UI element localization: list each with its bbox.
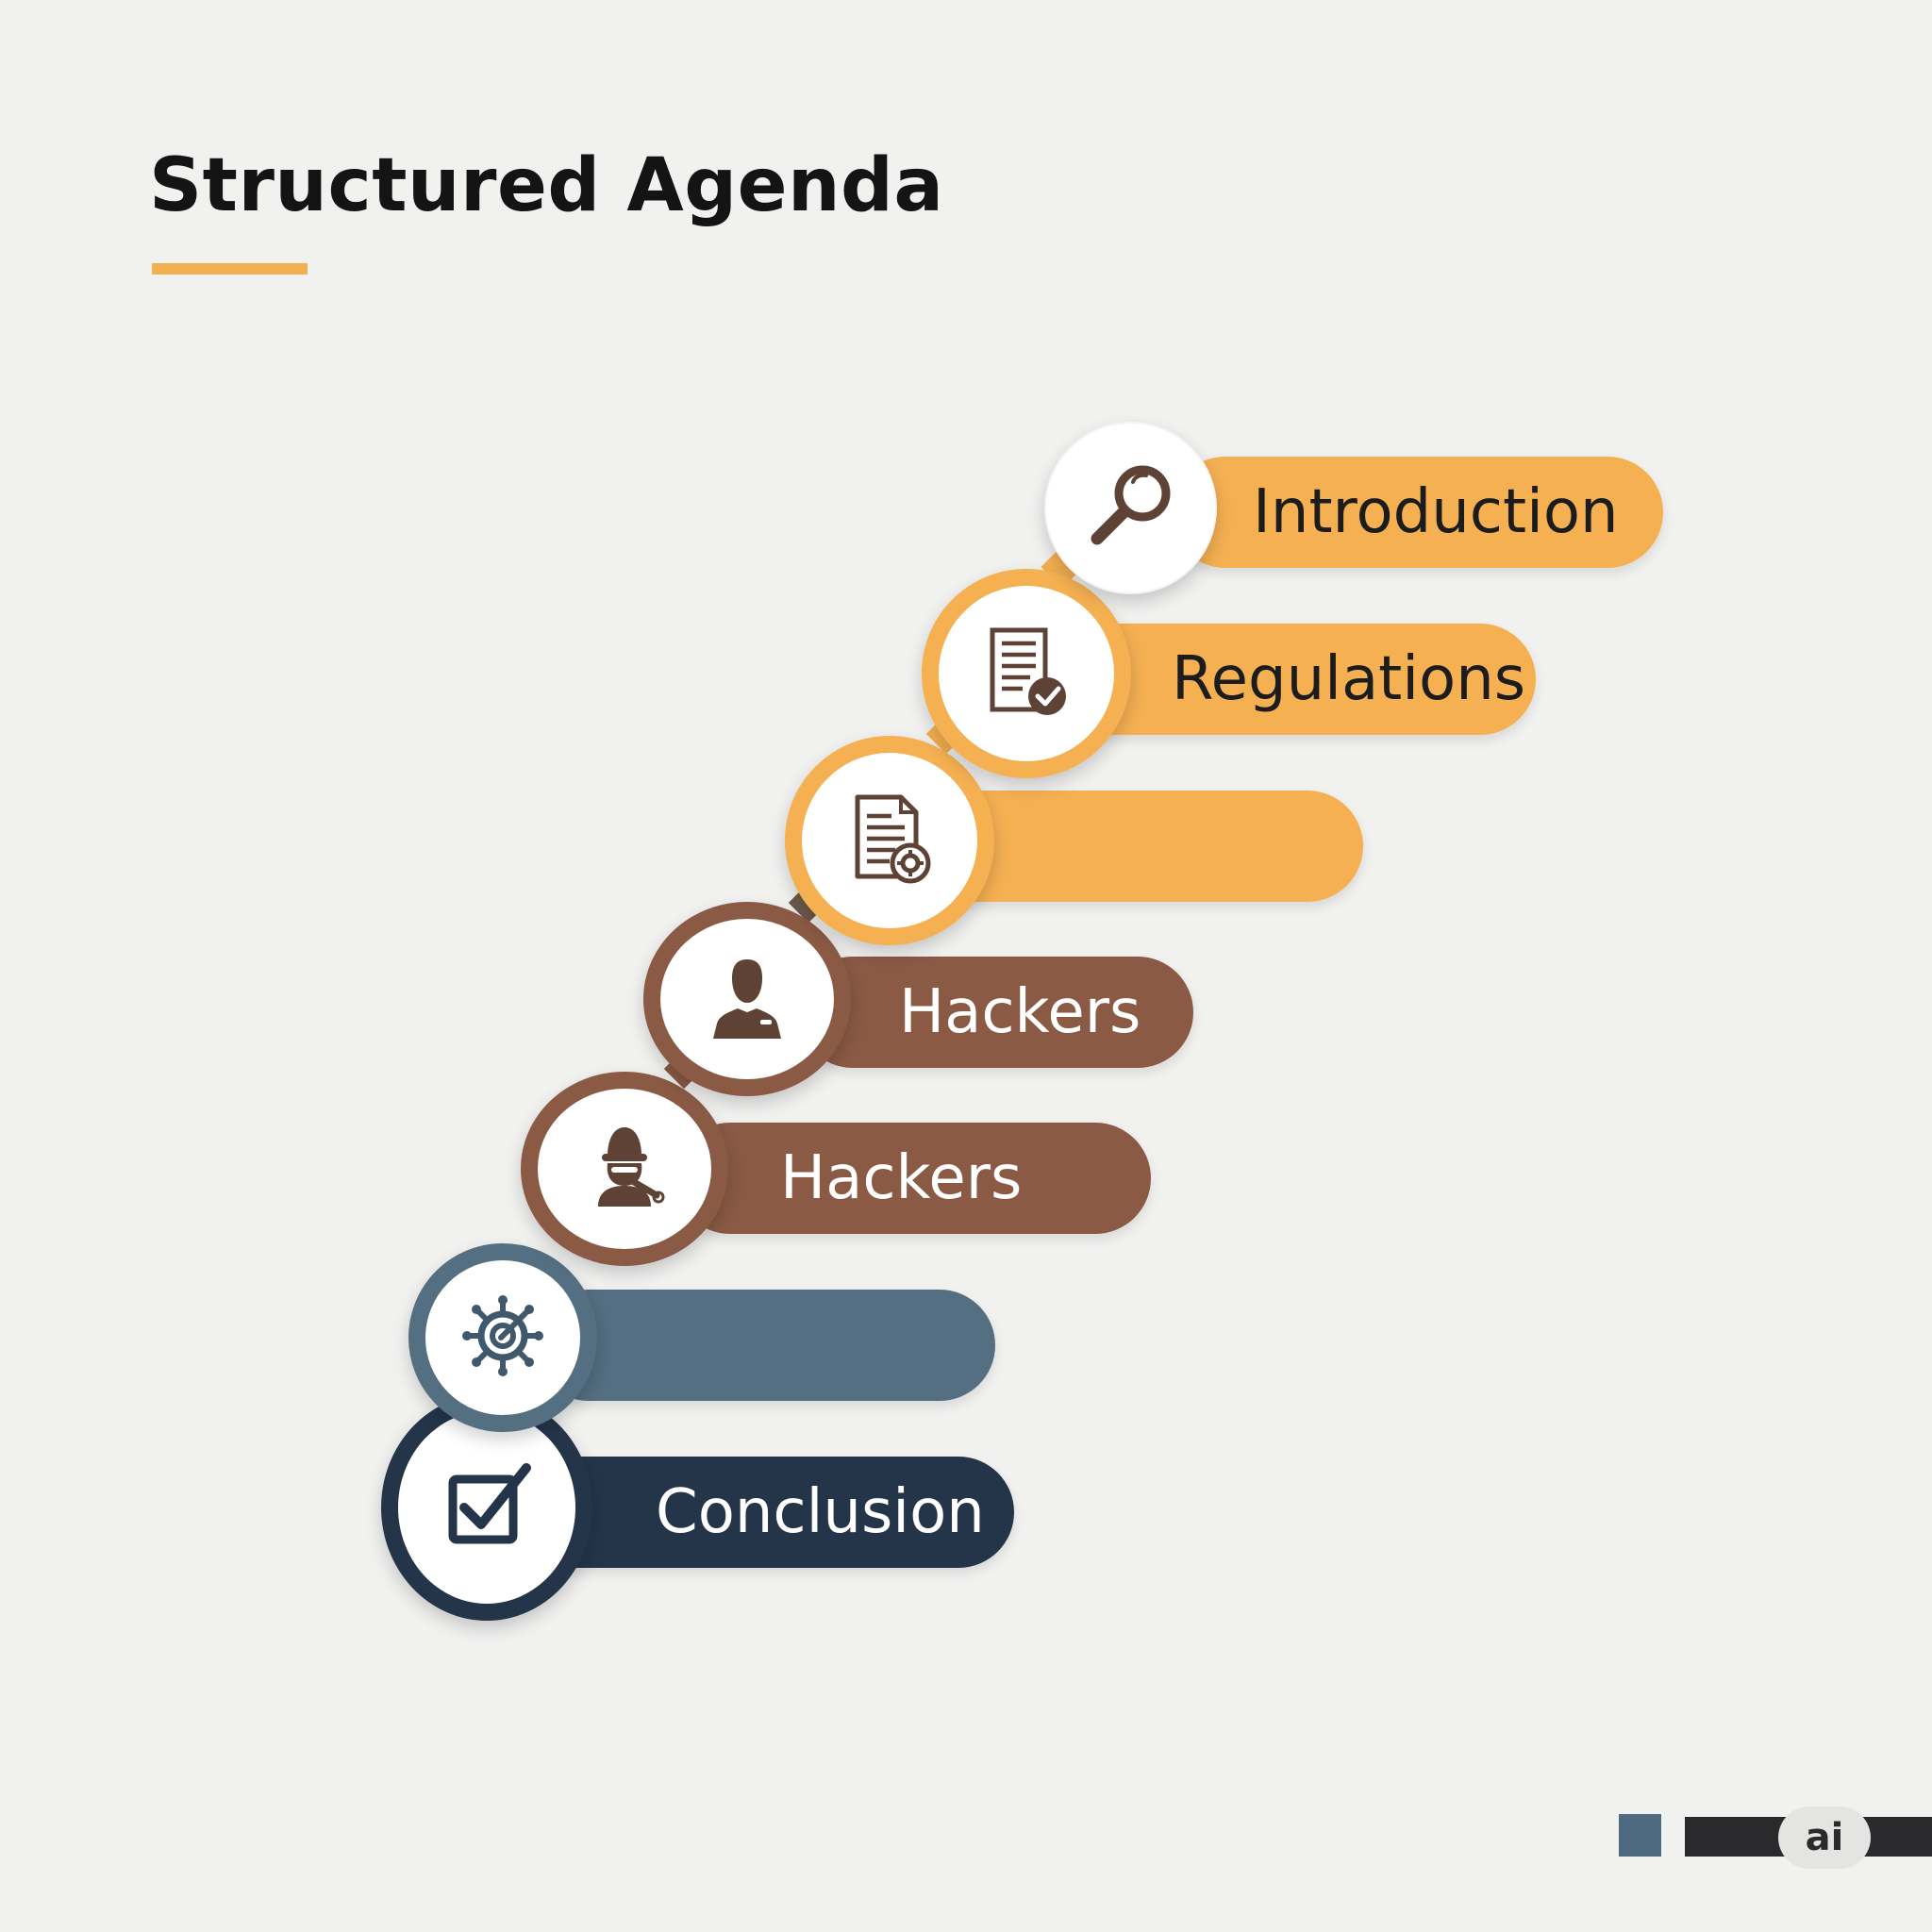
agenda-label-hackers-1: Hackers	[899, 977, 1141, 1047]
person-silhouette-icon	[700, 950, 794, 1048]
virus-target-icon	[456, 1289, 550, 1387]
agenda-pill-regulations[interactable]: Regulations	[1052, 624, 1536, 735]
agenda-badge-hackers-2[interactable]	[521, 1072, 728, 1266]
footer-accent-square	[1619, 1814, 1661, 1857]
agenda-label-hackers-2: Hackers	[780, 1143, 1023, 1213]
agenda-pill-virus[interactable]	[533, 1290, 995, 1401]
agenda-label-introduction: Introduction	[1253, 477, 1619, 547]
agenda-pill-introduction[interactable]: Introduction	[1170, 457, 1663, 568]
agenda-badge-introduction[interactable]	[1044, 422, 1217, 594]
document-check-icon	[979, 625, 1074, 723]
agenda-pill-conclusion[interactable]: Conclusion	[514, 1457, 1014, 1568]
title-underline	[152, 263, 308, 275]
document-gear-icon	[842, 791, 937, 890]
agenda-badge-document-gear[interactable]	[785, 736, 994, 945]
agenda-badge-regulations[interactable]	[922, 569, 1131, 778]
checkbox-check-icon	[440, 1458, 534, 1557]
magnifier-icon	[1084, 459, 1178, 558]
footer-logo: ai	[1778, 1807, 1871, 1869]
agenda-label-conclusion: Conclusion	[656, 1477, 985, 1547]
agenda-badge-hackers-1[interactable]	[643, 902, 851, 1096]
agenda-label-regulations: Regulations	[1172, 644, 1526, 714]
agenda-badge-virus[interactable]	[408, 1243, 597, 1432]
masked-hacker-icon	[577, 1120, 672, 1218]
agenda-pill-hackers-1[interactable]: Hackers	[797, 957, 1193, 1068]
page-title: Structured Agenda	[149, 143, 944, 228]
agenda-pill-hackers-2[interactable]: Hackers	[675, 1123, 1151, 1234]
